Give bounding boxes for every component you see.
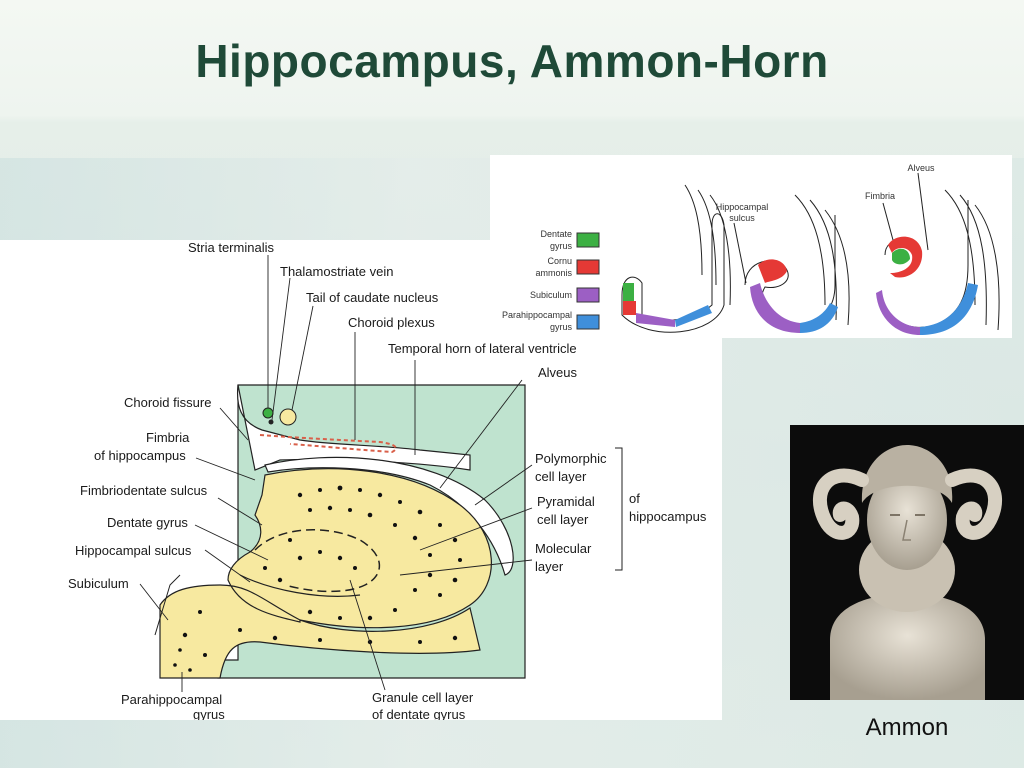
thalamostriate-vein-dot	[268, 419, 274, 425]
legend-cornu-1: Cornu	[547, 256, 572, 266]
label-pyramidal-1: Pyramidal	[537, 494, 595, 509]
choroid-plexus-tuft	[259, 434, 397, 454]
label-fimbria-1: Fimbria	[146, 430, 190, 445]
bust-hair	[861, 445, 953, 503]
development-stages-diagram: Dentate gyrus Cornu ammonis Subiculum Pa…	[490, 155, 1012, 338]
label-polymorphic-1: Polymorphic	[535, 451, 607, 466]
ram-horn-right	[945, 468, 1002, 540]
dentate-gyrus-curve	[254, 529, 381, 593]
hippocampus-tissue	[159, 468, 492, 679]
label-tail-caudate: Tail of caudate nucleus	[306, 290, 439, 305]
label-fimbria-stage: Fimbria	[865, 191, 895, 201]
label-stria-terminalis: Stria terminalis	[188, 240, 274, 255]
hippocampal-sulcus-line	[239, 574, 361, 597]
label-thalamostriate-vein: Thalamostriate vein	[280, 264, 393, 279]
label-temporal-horn: Temporal horn of lateral ventricle	[388, 341, 577, 356]
caudate-tail-dot	[279, 408, 297, 426]
label-parahippocampal-2: gyrus	[193, 707, 225, 720]
cell-dots	[173, 485, 462, 672]
slide-title: Hippocampus, Ammon-Horn	[195, 35, 829, 87]
legend-parahipp-1: Parahippocampal	[502, 310, 572, 320]
leader-lines	[139, 255, 533, 692]
label-alveus-stage: Alveus	[907, 163, 935, 173]
alveus-band	[264, 456, 514, 576]
legend-cornu-2: ammonis	[535, 268, 572, 278]
ammon-bust-photo	[790, 425, 1024, 700]
stage-3	[876, 172, 1000, 335]
label-molecular-2: layer	[535, 559, 564, 574]
photo-caption: Ammon	[865, 714, 949, 741]
layer-bracket	[615, 447, 623, 571]
legend-parahipp-2: gyrus	[550, 322, 573, 332]
label-molecular-1: Molecular	[535, 541, 592, 556]
label-dentate-gyrus: Dentate gyrus	[107, 515, 188, 530]
legend-swatch-cornu	[576, 259, 600, 275]
ram-horn-left	[813, 468, 869, 540]
label-choroid-fissure: Choroid fissure	[124, 395, 211, 410]
label-hipp-sulcus-1: Hippocampal	[716, 202, 769, 212]
label-pyramidal-2: cell layer	[537, 512, 589, 527]
cross-section-svg: Stria terminalis Thalamostriate vein Tai…	[68, 240, 707, 722]
subiculum-bracket	[154, 574, 181, 636]
label-granule-1: Granule cell layer	[372, 690, 474, 705]
label-of-2: hippocampus	[629, 509, 707, 524]
legend-swatch-subiculum	[576, 287, 600, 303]
label-subiculum: Subiculum	[68, 576, 129, 591]
stria-terminalis-dot	[262, 407, 274, 419]
label-hipp-sulcus-2: sulcus	[729, 213, 755, 223]
stages-svg: Dentate gyrus Cornu ammonis Subiculum Pa…	[502, 163, 1000, 335]
label-fimbria-2: of hippocampus	[94, 448, 186, 463]
label-choroid-plexus: Choroid plexus	[348, 315, 435, 330]
stage-2	[733, 194, 850, 333]
label-granule-2: of dentate gyrus	[372, 707, 466, 720]
legend-dentate-2: gyrus	[550, 241, 573, 251]
label-of-1: of	[629, 491, 640, 506]
label-fimbriodentate-sulcus: Fimbriodentate sulcus	[80, 483, 208, 498]
legend-subiculum-1: Subiculum	[530, 290, 572, 300]
legend-dentate-1: Dentate	[540, 229, 572, 239]
legend: Dentate gyrus Cornu ammonis Subiculum Pa…	[502, 229, 600, 332]
bust-shoulders	[830, 593, 985, 700]
label-polymorphic-2: cell layer	[535, 469, 587, 484]
label-parahippocampal-1: Parahippocampal	[121, 692, 222, 707]
legend-swatch-parahipp	[576, 314, 600, 330]
bust-illustration	[813, 445, 1002, 700]
stage-1	[621, 184, 731, 333]
label-hippocampal-sulcus: Hippocampal sulcus	[75, 543, 192, 558]
legend-swatch-dentate	[576, 232, 600, 248]
label-alveus: Alveus	[538, 365, 578, 380]
